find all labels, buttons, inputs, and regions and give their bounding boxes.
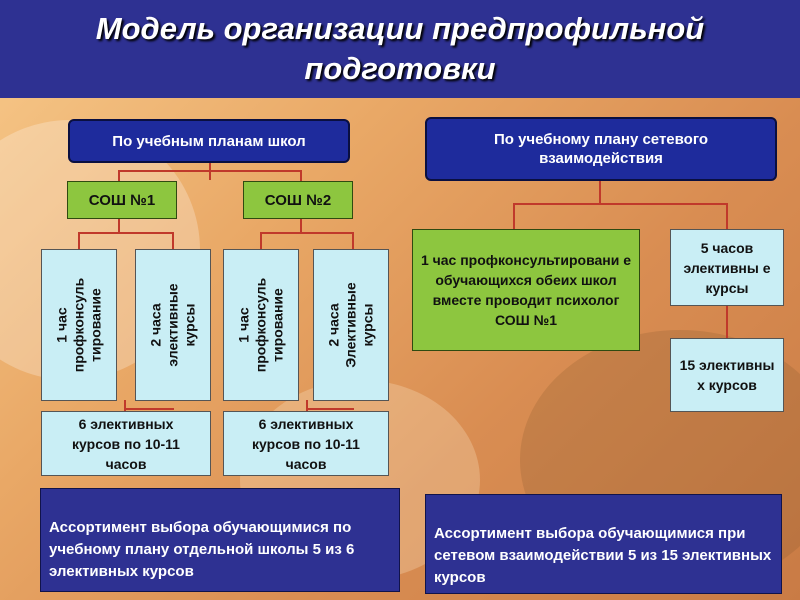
connector-line	[352, 232, 354, 250]
school-1-consult-text: 1 час профконсуль тирование	[53, 277, 104, 373]
school-2-electives-box: 2 часа Элективные курсы	[313, 249, 389, 401]
network-choice-note-text: Ассортимент выбора обучающимися при сете…	[434, 525, 772, 586]
connector-line	[300, 170, 302, 182]
network-elective-hours-box: 5 часов элективны е курсы	[670, 229, 784, 306]
connector-line	[300, 218, 302, 232]
connector-line	[513, 203, 515, 229]
school-1-consult-box: 1 час профконсуль тирование	[41, 249, 117, 401]
joint-consult-text: 1 час профконсультировани е обучающихся …	[420, 252, 632, 328]
school-1-label: СОШ №1	[88, 191, 156, 209]
connector-line	[513, 203, 728, 205]
school-1-courses-summary: 6 элективных курсов по 10-11 часов	[41, 411, 211, 476]
school-choice-note: Ассортимент выбора обучающимися по учебн…	[40, 488, 400, 592]
connector-line	[306, 400, 308, 412]
school-2-summary-text: 6 элективных курсов по 10-11 часов	[252, 415, 360, 472]
school-1-electives-box: 2 часа элективные курсы	[135, 249, 211, 401]
connector-line	[124, 400, 126, 412]
connector-line	[599, 180, 601, 204]
school-2-consult-text: 1 час профконсуль тирование	[235, 277, 286, 373]
network-choice-note: Ассортимент выбора обучающимися при сете…	[425, 494, 782, 594]
connector-line	[260, 232, 354, 234]
connector-line	[118, 170, 302, 172]
school-2-node: СОШ №2	[243, 181, 353, 219]
network-elective-hours-text: 5 часов элективны е курсы	[683, 239, 771, 296]
connector-line	[260, 232, 262, 250]
network-plan-header: По учебному плану сетевого взаимодействи…	[425, 117, 777, 181]
connector-line	[726, 203, 728, 229]
connector-line	[306, 408, 354, 410]
school-plans-header-label: По учебным планам школ	[112, 132, 306, 150]
school-2-consult-box: 1 час профконсуль тирование	[223, 249, 299, 401]
school-1-electives-text: 2 часа элективные курсы	[147, 283, 198, 367]
network-elective-count-text: 15 элективны х курсов	[679, 357, 775, 393]
joint-consult-box: 1 час профконсультировани е обучающихся …	[412, 229, 640, 351]
school-choice-note-text: Ассортимент выбора обучающимися по учебн…	[49, 519, 355, 580]
connector-line	[118, 218, 120, 232]
school-1-node: СОШ №1	[67, 181, 177, 219]
connector-line	[78, 232, 174, 234]
connector-line	[172, 232, 174, 250]
network-plan-header-label: По учебному плану сетевого взаимодействи…	[493, 131, 709, 167]
page-title: Модель организации предпрофильной подгот…	[95, 11, 705, 86]
connector-line	[124, 408, 174, 410]
network-elective-count-box: 15 элективны х курсов	[670, 338, 784, 412]
school-2-courses-summary: 6 элективных курсов по 10-11 часов	[223, 411, 389, 476]
connector-line	[78, 232, 80, 250]
connector-line	[726, 306, 728, 338]
school-1-summary-text: 6 элективных курсов по 10-11 часов	[72, 415, 180, 472]
school-2-electives-text: 2 часа Элективные курсы	[325, 282, 376, 368]
connector-line	[118, 170, 120, 182]
school-plans-header: По учебным планам школ	[68, 119, 350, 163]
title-banner: Модель организации предпрофильной подгот…	[0, 0, 800, 98]
school-2-label: СОШ №2	[264, 191, 332, 209]
